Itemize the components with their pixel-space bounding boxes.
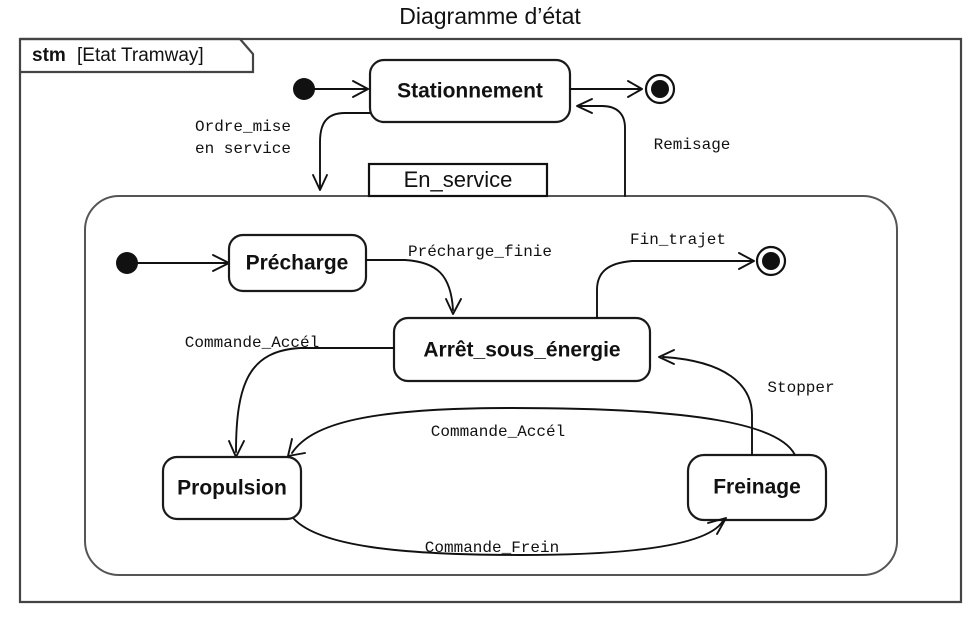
final-state-top[interactable] [569, 73, 676, 105]
composite-state-label-box [367, 162, 549, 198]
transition-ordre-mise-en-service[interactable]: Ordre_mise en service [195, 112, 371, 191]
page-title: Diagramme d’état [399, 3, 581, 29]
state-propulsion-label: Propulsion [177, 477, 287, 500]
state-freinage-label: Freinage [713, 476, 801, 499]
transition-commande-accel-mid-label: Commande_Accél [431, 423, 565, 441]
state-stationnement-box[interactable] [368, 58, 572, 124]
frame-name-label: [Etat Tramway] [77, 45, 204, 66]
state-propulsion-box[interactable] [161, 455, 303, 521]
transition-precharge-finie[interactable]: Précharge_finie [365, 243, 552, 315]
transition-stopper-label: Stopper [767, 379, 834, 397]
transition-commande-accel-top-label: Commande_Accél [185, 334, 319, 352]
state-precharge-box[interactable] [227, 233, 368, 293]
state-freinage[interactable]: Freinage [686, 453, 828, 522]
transition-commande-accel-to-propulsion-lower[interactable]: Commande_Accél [287, 407, 796, 457]
state-stationnement[interactable]: Stationnement [368, 58, 572, 124]
transition-remisage[interactable]: Remisage [576, 98, 731, 197]
state-arret-sous-energie[interactable]: Arrêt_sous_énergie [392, 316, 652, 383]
transition-precharge-finie-label: Précharge_finie [408, 243, 552, 261]
diagram-frame: stm [Etat Tramway] [18, 37, 963, 604]
transition-fin-trajet[interactable]: Fin_trajet [596, 231, 755, 319]
state-propulsion[interactable]: Propulsion [161, 455, 303, 521]
state-arret-sous-energie-label: Arrêt_sous_énergie [423, 339, 620, 362]
transition-ordre-mise-label-line2: en service [195, 140, 291, 158]
transition-remisage-label: Remisage [654, 136, 731, 154]
composite-state-label: En_service [404, 167, 513, 192]
state-stationnement-label: Stationnement [397, 80, 543, 103]
state-arret-sous-energie-box[interactable] [392, 316, 652, 383]
state-freinage-box[interactable] [686, 453, 828, 522]
transition-commande-frein[interactable]: Commande_Frein [293, 517, 727, 557]
frame-kind-label: stm [32, 45, 66, 66]
transition-fin-trajet-label: Fin_trajet [630, 231, 726, 249]
transition-commande-frein-label: Commande_Frein [425, 539, 559, 557]
state-precharge-label: Précharge [246, 252, 349, 275]
transition-ordre-mise-label-line1: Ordre_mise [195, 118, 291, 136]
initial-state-top[interactable] [293, 78, 369, 100]
final-state-inner[interactable] [755, 245, 787, 277]
transition-stopper[interactable]: Stopper [658, 349, 835, 456]
state-precharge[interactable]: Précharge [227, 233, 368, 293]
